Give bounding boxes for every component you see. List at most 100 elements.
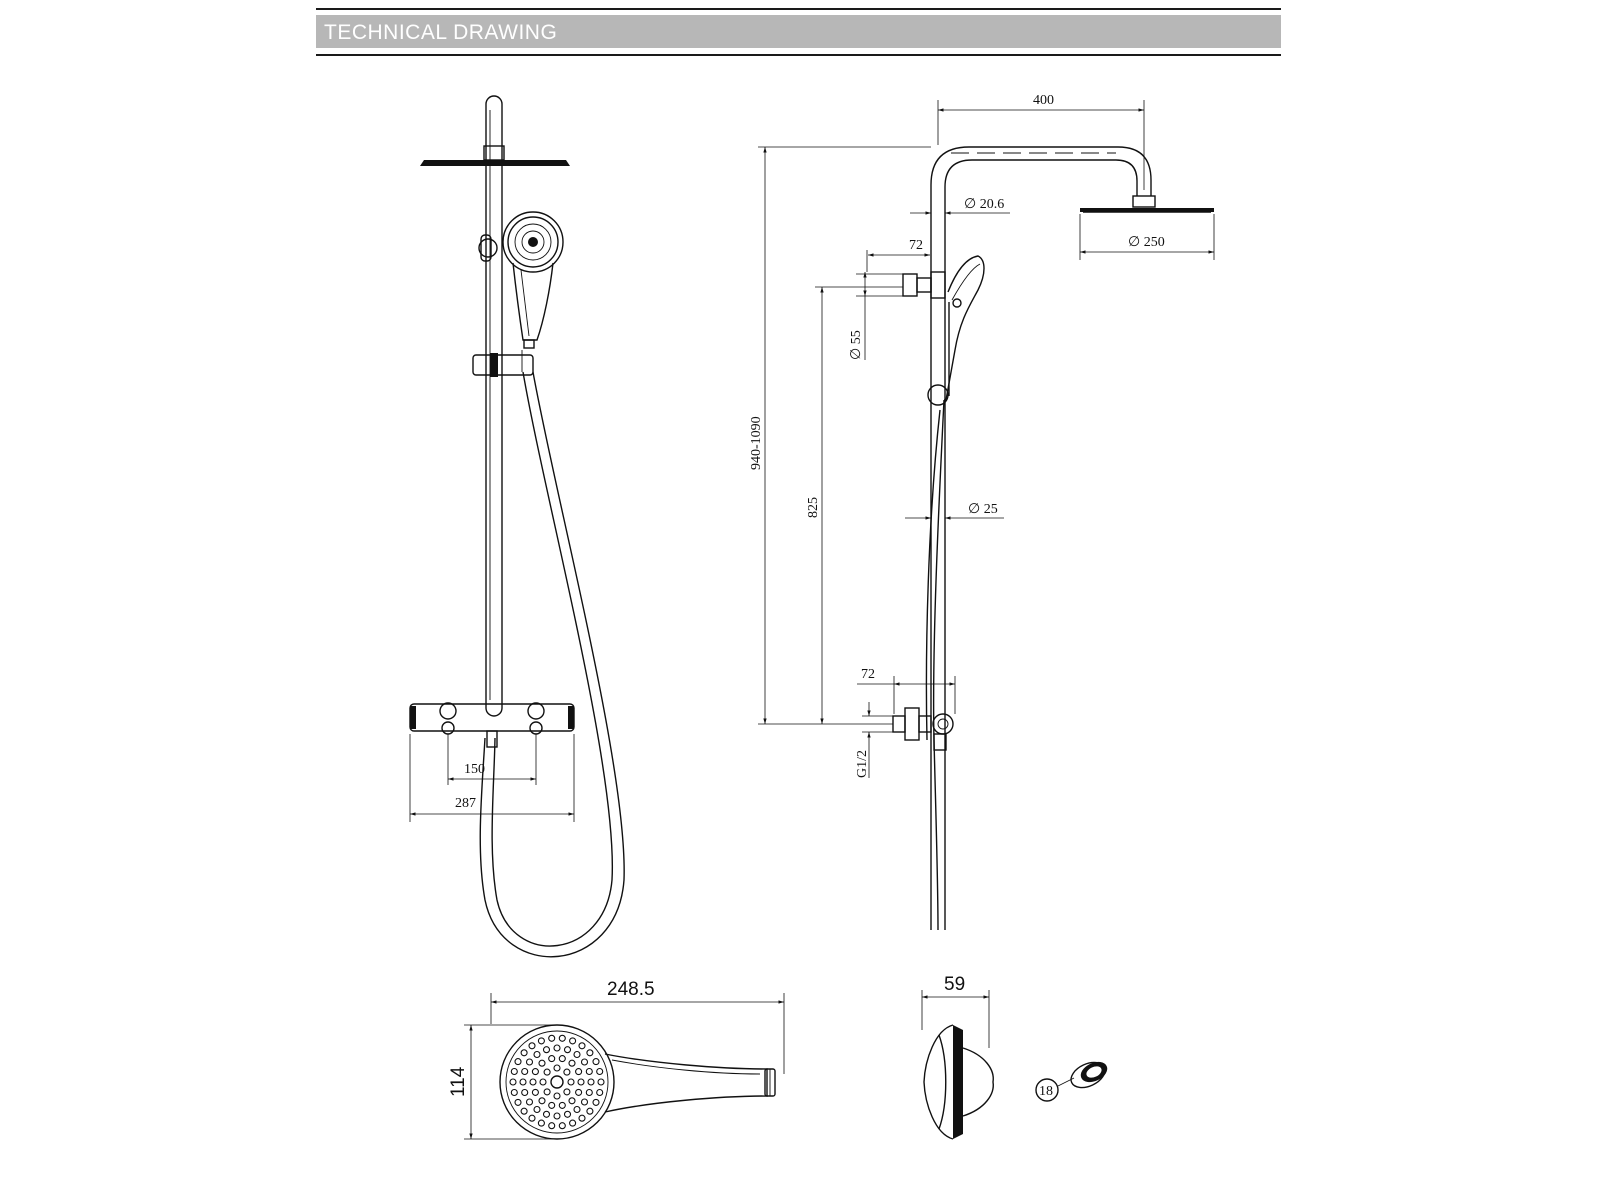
side-top-bracket [902, 271, 946, 299]
handset-nozzle [578, 1114, 586, 1122]
flow-regulator-part [1070, 1061, 1108, 1089]
handset-nozzle [521, 1067, 529, 1076]
handset-nozzle [542, 1110, 551, 1118]
handset-nozzle [563, 1110, 572, 1118]
handset-nozzle [525, 1098, 534, 1106]
dim-label-g1-2: G1/2 [855, 750, 870, 778]
handset-nozzle [578, 1042, 586, 1050]
handset-nozzle [537, 1037, 545, 1045]
handset-nozzle [558, 1122, 566, 1130]
dim-label-150: 150 [464, 762, 485, 777]
side-slider-knob [927, 384, 949, 406]
side-view: 400 ∅ 20.6 ∅ 250 72 ∅ 55 [749, 93, 1215, 931]
handset-nozzle [520, 1107, 528, 1115]
handset-detail: 248.5 114 59 18 [448, 974, 1108, 1140]
handset-nozzle [577, 1078, 585, 1086]
front-slider [472, 350, 534, 377]
header-rule-bottom [316, 54, 1281, 56]
handset-nozzle [553, 1092, 561, 1100]
handset-nozzle [563, 1046, 572, 1054]
handset-nozzle [575, 1088, 583, 1096]
handset-nozzle [548, 1034, 556, 1042]
handset-nozzle [548, 1122, 556, 1130]
front-hose [479, 371, 625, 958]
handset-nozzle [580, 1058, 589, 1066]
dim-label-59: 59 [944, 974, 965, 995]
dim-label-114: 114 [448, 1066, 469, 1097]
handset-nozzle [529, 1078, 537, 1086]
side-dim-72-top: 72 [866, 238, 930, 272]
side-dim-940-1090: 940-1090 [749, 146, 931, 725]
side-bottom-bracket [892, 707, 954, 751]
handset-nozzle [538, 1097, 546, 1105]
dim-label-55: ∅ 55 [849, 330, 864, 360]
handset-nozzle [531, 1088, 539, 1096]
handset-nozzle [519, 1078, 527, 1086]
front-view: 150 287 [409, 95, 625, 958]
handset-nozzle [543, 1088, 551, 1096]
side-dim-72-bottom: 72 [857, 667, 956, 714]
side-dim-825: 825 [806, 286, 903, 724]
front-rail-bracket-top [478, 234, 498, 262]
handset-nozzle [514, 1098, 522, 1106]
side-hose [925, 399, 945, 931]
dim-label-25: ∅ 25 [968, 502, 998, 517]
handset-nozzle [596, 1067, 604, 1076]
dim-label-248-5: 248.5 [607, 979, 655, 1000]
handset-nozzle [553, 1044, 561, 1052]
handset-nozzle [568, 1059, 576, 1067]
handset-nozzle [558, 1101, 566, 1109]
dim-label-20-6: ∅ 20.6 [964, 197, 1004, 212]
handset-nozzle [568, 1097, 576, 1105]
handset-dim-59: 59 [921, 974, 990, 1048]
header-rule-top [316, 8, 1281, 10]
dim-label-250: ∅ 250 [1128, 235, 1165, 250]
handset-nozzle [573, 1105, 581, 1114]
part-number-label: 18 [1039, 1084, 1053, 1099]
handset-nozzle [558, 1055, 566, 1063]
front-shower-head [420, 145, 570, 166]
handset-front [499, 1024, 776, 1140]
handset-nozzle [510, 1067, 518, 1076]
handset-nozzle [580, 1098, 589, 1106]
handset-nozzle [592, 1098, 600, 1106]
dim-label-72-top: 72 [909, 238, 923, 253]
handset-nozzle [569, 1037, 577, 1045]
handset-nozzle [537, 1119, 545, 1127]
header-bar: TECHNICAL DRAWING [316, 15, 1281, 48]
handset-nozzle [563, 1068, 571, 1076]
handset-nozzle [514, 1058, 522, 1066]
handset-nozzle [553, 1064, 561, 1072]
part-callout: 18 [1035, 1061, 1108, 1102]
front-dim-150: 150 [447, 734, 537, 785]
dim-label-400: 400 [1033, 93, 1054, 108]
handset-nozzle [587, 1078, 595, 1086]
handset-nozzle [592, 1058, 600, 1066]
handset-nozzle [521, 1088, 529, 1097]
handset-nozzle [528, 1042, 536, 1050]
handset-nozzle [585, 1067, 593, 1076]
handset-nozzle [539, 1078, 547, 1086]
handset-nozzle [596, 1088, 604, 1097]
handset-nozzle [597, 1078, 605, 1086]
handset-nozzle [531, 1068, 539, 1076]
side-dim-g1-2: G1/2 [855, 702, 893, 778]
dim-label-287: 287 [455, 796, 476, 811]
handset-nozzle [586, 1107, 594, 1115]
handset-nozzle [553, 1112, 561, 1120]
handset-nozzle [510, 1088, 518, 1097]
handset-nozzle [586, 1049, 594, 1057]
dim-label-72-bottom: 72 [861, 667, 875, 682]
handset-side [923, 1024, 994, 1140]
side-dim-25: ∅ 25 [905, 502, 1004, 520]
handset-nozzles [509, 1034, 605, 1130]
front-thermostatic-valve [409, 702, 575, 748]
handset-nozzle [548, 1055, 556, 1063]
handset-nozzle [509, 1078, 517, 1086]
handset-nozzle [558, 1034, 566, 1042]
handset-dim-248-5: 248.5 [490, 979, 785, 1074]
handset-nozzle [567, 1078, 575, 1086]
front-dim-287: 287 [409, 734, 575, 822]
side-arm-and-riser [930, 146, 1152, 930]
